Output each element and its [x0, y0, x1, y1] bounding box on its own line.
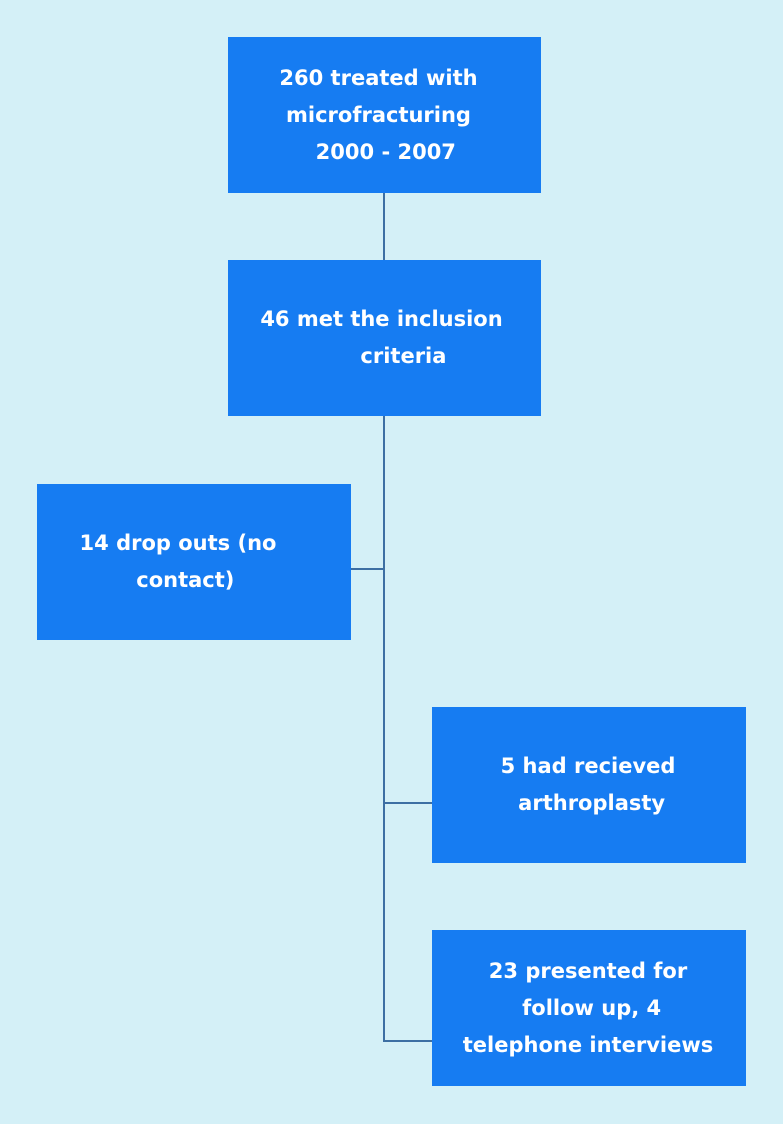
box-arthroplasty-text: 5 had recieved arthroplasty — [500, 754, 676, 815]
connector-main-trunk — [383, 416, 385, 1042]
box-presented-for-follow-up: 23 presented for follow up, 4 telephone … — [432, 930, 746, 1086]
connector-branch-arthroplasty — [384, 802, 432, 804]
connector-branch-dropouts — [351, 568, 384, 570]
box-dropouts-text: 14 drop outs (no contact) — [79, 531, 277, 592]
connector-branch-followup — [384, 1040, 432, 1042]
box-met-inclusion-criteria: 46 met the inclusion criteria — [228, 260, 541, 416]
box-followup-text: 23 presented for follow up, 4 telephone … — [462, 958, 714, 1057]
box-treated-with-microfracturing: 260 treated with microfracturing 2000 - … — [228, 37, 541, 193]
box-drop-outs: 14 drop outs (no contact) — [37, 484, 351, 640]
box-received-arthroplasty: 5 had recieved arthroplasty — [432, 707, 746, 863]
box-inclusion-text: 46 met the inclusion criteria — [260, 307, 503, 368]
box-treated-text: 260 treated with microfracturing 2000 - … — [279, 65, 478, 164]
connector-treated-to-inclusion — [383, 193, 385, 260]
